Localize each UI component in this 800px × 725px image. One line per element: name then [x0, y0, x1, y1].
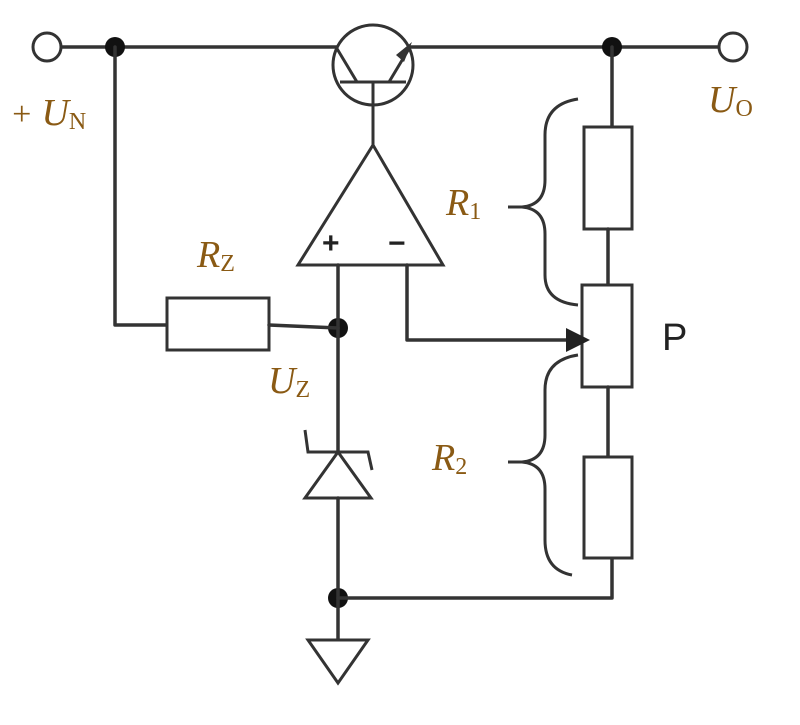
rz-to-node-wire: [267, 323, 340, 330]
opamp-body: [295, 142, 446, 267]
potentiometer-body: [580, 283, 634, 389]
transistor-symbol: [331, 23, 415, 145]
uz-label: UZ: [268, 360, 310, 403]
r2-resistor: [582, 455, 634, 560]
wiper-arrow-icon: [566, 328, 590, 352]
input-terminal: [31, 31, 63, 63]
input-voltage-label: + UN: [10, 92, 86, 135]
zener-triangle: [302, 449, 374, 500]
rz-label: RZ: [196, 234, 235, 277]
transistor-emitter-arrow: [396, 42, 412, 62]
output-voltage-label: UO: [708, 79, 753, 122]
rz-resistor: [165, 296, 271, 352]
r1-resistor: [582, 125, 634, 231]
input-to-rz-wire: [113, 45, 169, 327]
r2-label: R2: [431, 437, 467, 480]
transistor-collector: [334, 46, 359, 83]
ground-return-wire: [336, 556, 614, 600]
output-terminal: [717, 31, 749, 63]
opamp-symbol: + −: [295, 142, 446, 267]
r1-label: R1: [445, 182, 481, 225]
r1-brace: [521, 97, 579, 307]
opamp-plus-sign: +: [322, 227, 340, 260]
feedback-wire: [405, 263, 574, 342]
potentiometer-label: P: [662, 317, 687, 359]
ground-icon: [305, 638, 371, 686]
r2-brace: [521, 353, 579, 577]
opamp-minus-sign: −: [388, 227, 406, 260]
